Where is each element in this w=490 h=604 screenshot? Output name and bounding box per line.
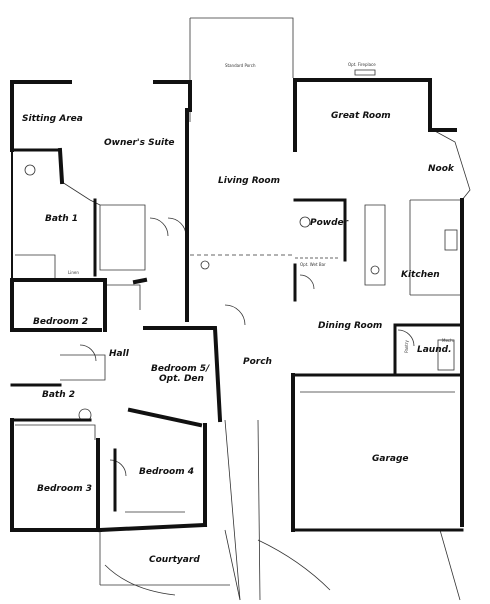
kitchen-island <box>364 204 386 286</box>
nook-bay-window <box>432 129 471 201</box>
label-bath-1: Bath 1 <box>45 214 79 224</box>
bath2-vanity <box>60 354 106 381</box>
label-nook: Nook <box>428 164 454 174</box>
wall-great-north <box>293 78 457 132</box>
label-kitchen: Kitchen <box>401 270 440 280</box>
label-bedroom-5-line1: Bedroom 5/ <box>151 364 210 374</box>
annotation-mech: Mech. <box>442 338 454 343</box>
door-arc-7 <box>299 274 315 290</box>
label-bedroom-3: Bedroom 3 <box>37 484 92 494</box>
door-arc-5 <box>109 459 127 477</box>
annotation-opt-wet-bar: Opt. Wet Bar <box>300 262 326 267</box>
label-bedroom-2: Bedroom 2 <box>33 317 88 327</box>
door-arc-2 <box>167 217 187 237</box>
wall-bed5-south <box>127 407 203 428</box>
toilet-powder <box>299 216 311 228</box>
fireplace <box>354 69 376 76</box>
label-hall: Hall <box>109 349 129 359</box>
wall-bath1-north <box>57 147 65 185</box>
label-owners-suite: Owner's Suite <box>104 138 175 148</box>
label-bedroom-4: Bedroom 4 <box>139 467 194 477</box>
wall-bedroom4-south <box>97 522 208 533</box>
shower <box>15 254 56 281</box>
tub <box>99 204 146 271</box>
label-powder: Powder <box>310 218 349 228</box>
label-living-room: Living Room <box>218 176 280 186</box>
fixture-living <box>200 260 210 270</box>
door-arc-6 <box>397 329 415 347</box>
closet-diagonal <box>61 181 101 206</box>
wall-bed5 <box>143 326 223 423</box>
walk-curve <box>257 539 331 591</box>
label-great-room: Great Room <box>331 111 391 121</box>
courtyard-outline <box>99 529 241 601</box>
wall-owners-north-b <box>153 80 192 112</box>
wall-bedroom2-north <box>10 278 107 332</box>
label-dining-room: Dining Room <box>318 321 383 331</box>
sink-kitchen <box>370 265 380 275</box>
wall-bath1-south <box>132 277 148 285</box>
driveway <box>295 529 461 601</box>
annotation-linen: Linen <box>68 270 79 275</box>
door-arc-1 <box>149 217 169 237</box>
annotation-pantry: Pantry <box>403 340 409 353</box>
label-laund: Laund. <box>417 345 452 355</box>
label-bedroom-5-line2: Opt. Den <box>159 374 204 384</box>
walls <box>10 78 464 533</box>
bed3-closet <box>15 424 96 440</box>
door-arc-3 <box>224 304 246 326</box>
annotation-opt-fireplace: Opt. Fireplace <box>348 62 376 67</box>
label-porch: Porch <box>243 357 272 367</box>
toilet-1 <box>24 164 36 176</box>
label-sitting-area: Sitting Area <box>22 114 83 124</box>
kitchen-counter <box>409 199 460 296</box>
label-bath-2: Bath 2 <box>42 390 76 400</box>
door-arc-4 <box>79 344 97 362</box>
front-walk <box>224 419 261 601</box>
washer-dryer <box>437 339 455 371</box>
hall-closet <box>105 284 141 310</box>
refrigerator <box>444 229 458 251</box>
label-courtyard: Courtyard <box>149 555 200 565</box>
standard-porch-outline <box>189 17 294 122</box>
annotation-standard-porch: Standard Porch <box>225 63 256 68</box>
label-garage: Garage <box>372 454 409 464</box>
courtyard-curve <box>104 564 176 596</box>
thin-lines <box>15 17 471 601</box>
